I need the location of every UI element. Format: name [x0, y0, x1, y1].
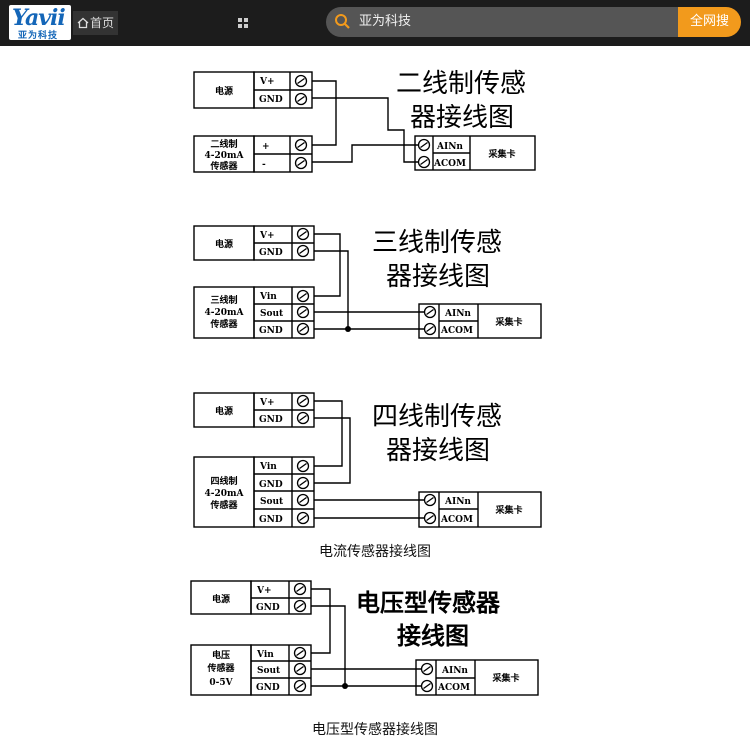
power-label: 电源 [215, 85, 233, 97]
home-label: 首页 [90, 16, 115, 30]
acom-label: ACOM [440, 515, 473, 525]
logo-text: Yavii [12, 5, 66, 31]
power-label: 电源 [212, 593, 230, 605]
search-button[interactable]: 全网搜 [678, 7, 741, 37]
sensor-line3: 传感器 [209, 499, 238, 511]
diagram-title-line2: 器接线图 [386, 262, 490, 292]
home-link[interactable]: 首页 [73, 11, 119, 35]
sensor-line1: 二线制 [210, 138, 237, 150]
gnd-label: GND [259, 480, 283, 490]
sensor-line2: 4-20mA [204, 151, 244, 161]
diagram-title-line2: 器接线图 [410, 103, 514, 133]
top-bar: Yavii 亚为科技 首页 亚为科技 全网搜 [0, 0, 750, 46]
daq-label: 采集卡 [491, 672, 519, 684]
diagram-title-line1: 二线制传感 [396, 69, 526, 99]
search-input[interactable]: 亚为科技 [326, 7, 680, 37]
vplus-label: V+ [259, 398, 275, 408]
vplus-label: V+ [256, 586, 272, 596]
ain-label: AINn [436, 142, 463, 152]
gnd-label: GND [259, 95, 283, 105]
ain-label: AINn [444, 497, 471, 507]
search-icon [335, 14, 350, 29]
sensor-line1: 三线制 [210, 294, 237, 306]
sensor-line3: 传感器 [209, 160, 238, 172]
sensor-line3: 传感器 [209, 318, 238, 330]
vin-label: Vin [256, 650, 274, 660]
search-value: 亚为科技 [359, 14, 412, 29]
sout-label: Sout [257, 666, 281, 676]
logo-subtext: 亚为科技 [18, 31, 59, 41]
acom-label: ACOM [437, 683, 470, 693]
plus-label: + [262, 142, 270, 152]
sout-label: Sout [260, 497, 284, 507]
diagram-title-line2: 接线图 [397, 622, 469, 650]
daq-label: 采集卡 [487, 148, 515, 160]
yavii-logo[interactable]: Yavii 亚为科技 [9, 5, 71, 41]
diagram-title-line1: 三线制传感 [372, 228, 502, 258]
vplus-label: V+ [259, 231, 275, 241]
vplus-label: V+ [259, 77, 275, 87]
gnd-label: GND [256, 603, 280, 613]
current-sensor-caption: 电流传感器接线图 [319, 544, 431, 560]
sensor-line3: 0-5V [209, 678, 233, 688]
sensor-line1: 四线制 [210, 475, 237, 487]
ain-label: AINn [444, 309, 471, 319]
vin-label: Vin [259, 292, 277, 302]
power-label: 电源 [215, 405, 233, 417]
gnd-label: GND [256, 683, 280, 693]
sensor-line2: 4-20mA [204, 489, 244, 499]
grid-menu-icon[interactable] [237, 17, 249, 29]
vin-label: Vin [259, 462, 277, 472]
minus-label: - [262, 160, 266, 170]
voltage-sensor-caption: 电压型传感器接线图 [312, 722, 438, 738]
daq-label: 采集卡 [494, 316, 522, 328]
ain-label: AINn [441, 666, 468, 676]
sensor-line1: 电压 [212, 649, 230, 661]
sensor-line2: 4-20mA [204, 308, 244, 318]
diagram-title-line1: 四线制传感 [372, 402, 502, 432]
home-icon [77, 17, 89, 29]
gnd-label: GND [259, 248, 283, 258]
diagram-title-line1: 电压型传感器 [356, 589, 501, 617]
acom-label: ACOM [440, 326, 473, 336]
power-label: 电源 [215, 238, 233, 250]
sensor-line2: 传感器 [206, 662, 235, 674]
sout-label: Sout [260, 309, 284, 319]
diagram-title-line2: 器接线图 [386, 436, 490, 466]
gnd-label: GND [259, 515, 283, 525]
gnd-label: GND [259, 326, 283, 336]
gnd-label: GND [259, 415, 283, 425]
acom-label: ACOM [433, 159, 466, 169]
daq-label: 采集卡 [494, 504, 522, 516]
